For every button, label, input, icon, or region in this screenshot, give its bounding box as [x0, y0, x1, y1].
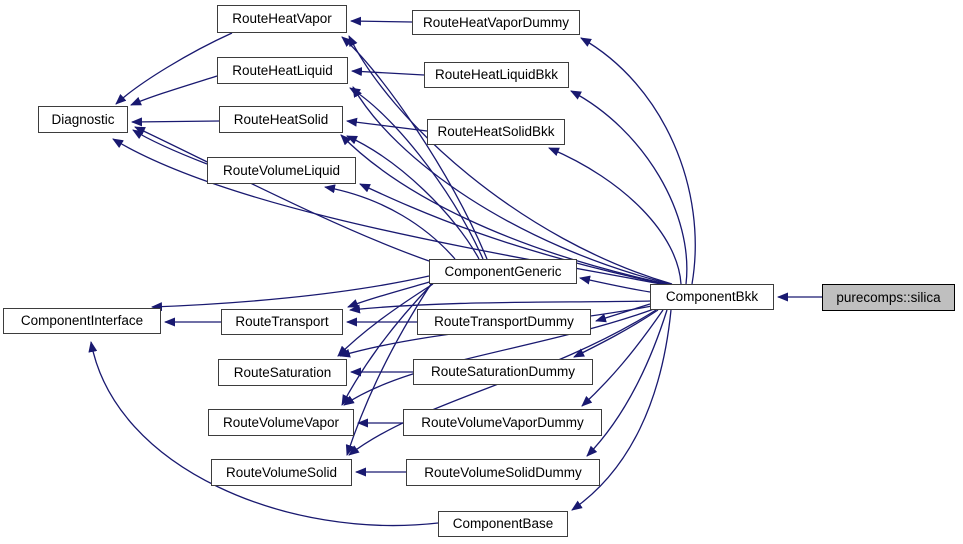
node-routeSaturation[interactable]: RouteSaturation: [218, 359, 347, 386]
edge-componentBkk-to-routeHeatSolidBkk: [548, 147, 682, 285]
edge-componentGeneric-to-diagnostic: [134, 126, 430, 262]
edge-componentBkk-to-diagnostic: [112, 138, 662, 285]
edge-componentBkk-to-componentBase: [571, 309, 672, 511]
edge-componentGeneric-to-routeHeatLiquid: [349, 87, 484, 260]
node-routeHeatSolid[interactable]: RouteHeatSolid: [219, 106, 343, 133]
node-componentInterface[interactable]: ComponentInterface: [3, 308, 161, 334]
node-componentBkk[interactable]: ComponentBkk: [650, 284, 774, 310]
edge-componentBkk-to-routeVolumeSolid: [348, 309, 657, 456]
edge-componentGeneric-to-routeHeatSolid: [346, 135, 480, 260]
edge-componentBkk-to-routeHeatVapor: [348, 35, 673, 285]
edge-routeHeatVapor-to-diagnostic: [115, 32, 233, 105]
edge-routeVolumeLiquid-to-diagnostic: [132, 129, 208, 165]
node-routeVolumeVaporDummy[interactable]: RouteVolumeVaporDummy: [403, 409, 602, 436]
node-routeTransportDummy[interactable]: RouteTransportDummy: [417, 309, 591, 335]
edge-componentBkk-to-routeVolumeSolidDummy: [586, 309, 668, 457]
edge-componentBkk-to-routeHeatVaporDummy: [580, 37, 696, 285]
edge-componentGeneric-to-routeTransport: [347, 280, 434, 308]
node-routeTransport[interactable]: RouteTransport: [221, 309, 343, 335]
node-diagnostic[interactable]: Diagnostic: [38, 106, 128, 133]
node-routeHeatLiquid[interactable]: RouteHeatLiquid: [217, 57, 348, 84]
edge-routeHeatSolidBkk-to-routeHeatSolid: [346, 117, 428, 132]
node-routeVolumeSolidDummy[interactable]: RouteVolumeSolidDummy: [406, 459, 600, 486]
edge-routeHeatLiquidBkk-to-routeHeatLiquid: [351, 67, 425, 77]
node-routeSaturationDummy[interactable]: RouteSaturationDummy: [413, 359, 593, 385]
node-routeVolumeVapor[interactable]: RouteVolumeVapor: [208, 409, 354, 436]
edge-componentBkk-to-routeTransportDummy: [595, 303, 651, 323]
edge-componentBkk-to-routeVolumeLiquid: [359, 183, 665, 285]
edge-componentGeneric-to-routeVolumeSolid: [345, 283, 432, 456]
edge-routeHeatSolid-to-diagnostic: [131, 117, 220, 127]
node-routeHeatSolidBkk[interactable]: RouteHeatSolidBkk: [427, 119, 565, 145]
edge-routeHeatVaporDummy-to-routeHeatVapor: [350, 16, 413, 26]
edge-componentBkk-to-routeTransport: [349, 300, 652, 314]
edge-routeHeatLiquid-to-diagnostic: [130, 75, 218, 106]
edge-componentBase-to-componentInterface: [88, 341, 439, 527]
node-componentGeneric[interactable]: ComponentGeneric: [429, 259, 577, 284]
node-routeHeatVaporDummy[interactable]: RouteHeatVaporDummy: [412, 10, 580, 35]
edge-componentGeneric-to-routeVolumeLiquid: [324, 184, 456, 260]
edge-componentBkk-to-routeVolumeVaporDummy: [581, 309, 664, 407]
node-routeVolumeLiquid[interactable]: RouteVolumeLiquid: [207, 157, 356, 184]
edge-componentBkk-to-routeHeatSolid: [340, 134, 668, 285]
edge-componentBkk-to-componentGeneric: [579, 275, 651, 293]
node-componentBase[interactable]: ComponentBase: [438, 511, 568, 537]
node-routeVolumeSolid[interactable]: RouteVolumeSolid: [211, 459, 352, 486]
edge-componentBkk-to-routeHeatLiquid: [352, 86, 671, 285]
node-routeHeatVapor[interactable]: RouteHeatVapor: [217, 5, 347, 33]
edge-componentBkk-to-routeVolumeVapor: [343, 308, 655, 406]
edge-componentGeneric-to-componentInterface: [151, 275, 430, 312]
node-routeHeatLiquidBkk[interactable]: RouteHeatLiquidBkk: [424, 62, 569, 88]
edge-componentBkk-to-routeHeatLiquidBkk: [570, 90, 688, 285]
edge-componentGeneric-to-routeVolumeVapor: [341, 283, 433, 406]
node-purecompsSilica[interactable]: purecomps::silica: [822, 284, 955, 311]
edge-componentBkk-to-routeSaturationDummy: [573, 309, 659, 358]
edge-componentGeneric-to-routeSaturation: [337, 283, 434, 357]
